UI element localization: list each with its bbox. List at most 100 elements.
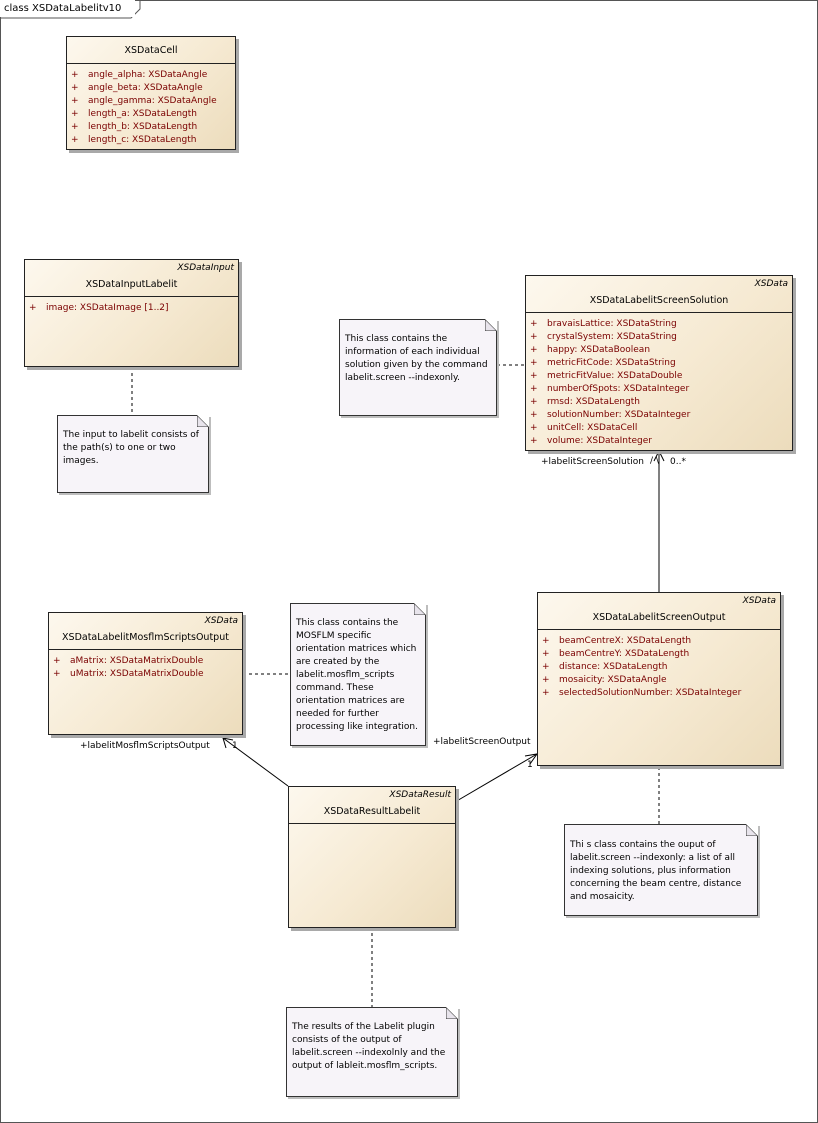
- note-line: solution given by the command: [345, 360, 488, 370]
- attribute-list: +aMatrix: XSDataMatrixDouble +uMatrix: X…: [49, 650, 242, 681]
- class-header: XSData XSDataLabelitMosflmScriptsOutput: [49, 613, 242, 650]
- class-xsdatalabelitmosflmscriptsoutput[interactable]: XSData XSDataLabelitMosflmScriptsOutput …: [48, 612, 243, 735]
- note-line: indexing solutions, plus information: [570, 866, 731, 876]
- attribute-row: +crystalSystem: XSDataString: [530, 332, 677, 342]
- class-stereotype: XSDataResult: [389, 790, 451, 800]
- class-name: XSDataResultLabelit: [323, 806, 421, 817]
- class-xsdataresultlabelit[interactable]: XSDataResult XSDataResultLabelit: [288, 786, 456, 928]
- note-fold-icon: [746, 824, 758, 836]
- attribute-row: +angle_gamma: XSDataAngle: [71, 96, 217, 106]
- class-stereotype: XSData: [754, 279, 788, 289]
- note-line: labelit.screen --indexonly: a list of al…: [570, 853, 736, 863]
- attribute-row: +distance: XSDataLength: [542, 662, 668, 672]
- note-line: The input to labelit consists of: [63, 430, 199, 440]
- role-slash-mark: / \: [650, 456, 659, 466]
- attribute-row: +length_b: XSDataLength: [71, 122, 198, 132]
- attribute-row: +solutionNumber: XSDataInteger: [530, 410, 691, 420]
- note-line: labelit.screen --indexonly.: [345, 373, 460, 383]
- note-line: This class contains the: [296, 618, 399, 628]
- note-line: Thi s class contains the ouput of: [570, 840, 716, 850]
- arrowhead-mosflm: [222, 737, 234, 749]
- note-line: The results of the Labelit plugin: [292, 1022, 435, 1032]
- frame-tab-outline: [0, 0, 141, 19]
- class-stereotype: XSData: [204, 616, 238, 626]
- note-line: MOSFLM specific: [296, 631, 372, 641]
- attribute-row: +beamCentreY: XSDataLength: [542, 649, 690, 659]
- attribute-list: +image: XSDataImage [1..2]: [25, 297, 238, 315]
- attribute-row: +beamCentreX: XSDataLength: [542, 636, 692, 646]
- attribute-row: +bravaisLattice: XSDataString: [530, 319, 677, 329]
- role-label-solution: +labelitScreenSolution: [541, 457, 644, 467]
- arrowhead-solution: [653, 449, 665, 462]
- role-label-mosflm: +labelitMosflmScriptsOutput: [80, 741, 210, 751]
- note-line: images.: [63, 456, 99, 466]
- attribute-row: +rmsd: XSDataLength: [530, 397, 641, 407]
- note-line: orientation matrices which: [296, 644, 417, 654]
- note-line: labelit.screen --indexolnly and the: [292, 1048, 446, 1058]
- note-line: This class contains the: [345, 334, 448, 344]
- note-result[interactable]: The results of the Labelit plugin consis…: [286, 1007, 458, 1097]
- note-line: needed for further: [296, 709, 379, 719]
- attribute-row: +numberOfSpots: XSDataInteger: [530, 384, 690, 394]
- class-name: XSDataLabelitScreenSolution: [589, 295, 729, 306]
- note-line: are created by the: [296, 657, 380, 667]
- attribute-row: +length_c: XSDataLength: [71, 135, 197, 145]
- note-line: processing like integration.: [296, 722, 418, 732]
- attribute-row: +angle_beta: XSDataAngle: [71, 83, 203, 93]
- attribute-row: +unitCell: XSDataCell: [530, 423, 638, 433]
- note-input[interactable]: The input to labelit consists of the pat…: [57, 415, 209, 493]
- attribute-row: +selectedSolutionNumber: XSDataInteger: [542, 688, 742, 698]
- class-header: XSData XSDataLabelitScreenSolution: [526, 276, 792, 313]
- note-fold-icon: [446, 1007, 458, 1019]
- class-xsdatalabelitscreenoutput[interactable]: XSData XSDataLabelitScreenOutput +beamCe…: [537, 592, 781, 766]
- note-line: command. These: [296, 683, 374, 693]
- note-line: output of lableit.mosflm_scripts.: [292, 1061, 438, 1071]
- attribute-row: +volume: XSDataInteger: [530, 436, 652, 446]
- class-header: XSDataResult XSDataResultLabelit: [289, 787, 455, 824]
- note-line: consists of the output of: [292, 1035, 402, 1045]
- association-mosflm: [222, 737, 289, 787]
- note-line: and mosaicity.: [570, 892, 635, 902]
- attribute-list: +beamCentreX: XSDataLength +beamCentreY:…: [538, 630, 780, 700]
- class-name: XSDataLabelitScreenOutput: [592, 612, 726, 623]
- multiplicity-solution: 0..*: [670, 457, 686, 467]
- class-name: XSDataLabelitMosflmScriptsOutput: [62, 632, 229, 643]
- attribute-list: +bravaisLattice: XSDataString +crystalSy…: [526, 313, 792, 448]
- note-solution[interactable]: This class contains the information of e…: [339, 319, 497, 416]
- association-screen-output: [454, 753, 538, 803]
- note-line: information of each individual: [345, 347, 480, 357]
- note-line: concerning the beam centre, distance: [570, 879, 742, 889]
- attribute-row: +uMatrix: XSDataMatrixDouble: [53, 669, 204, 679]
- class-xsdatalabelitscreensolution[interactable]: XSData XSDataLabelitScreenSolution +brav…: [525, 275, 793, 451]
- attribute-row: +metricFitCode: XSDataString: [530, 358, 676, 368]
- note-fold-icon: [485, 319, 497, 331]
- class-stereotype: XSDataInput: [177, 263, 234, 273]
- class-header: XSDataInput XSDataInputLabelit: [25, 260, 238, 297]
- note-fold-icon: [414, 603, 426, 615]
- note-mosflm[interactable]: This class contains the MOSFLM specific …: [290, 603, 426, 746]
- attribute-row: +length_a: XSDataLength: [71, 109, 198, 119]
- frame-title: class XSDataLabelitv10: [0, 0, 136, 17]
- multiplicity-mosflm: 1: [232, 741, 238, 751]
- attribute-row: +happy: XSDataBoolean: [530, 345, 651, 355]
- class-name: XSDataInputLabelit: [85, 279, 178, 290]
- class-header: XSData XSDataLabelitScreenOutput: [538, 593, 780, 630]
- attribute-row: +angle_alpha: XSDataAngle: [71, 70, 208, 80]
- note-fold-icon: [197, 415, 209, 427]
- note-screen-output[interactable]: Thi s class contains the ouput of labeli…: [564, 824, 758, 916]
- class-name: XSDataCell: [124, 45, 178, 56]
- note-line: orientation matrices are: [296, 696, 405, 706]
- attribute-row: +aMatrix: XSDataMatrixDouble: [53, 656, 204, 666]
- attribute-row: +image: XSDataImage [1..2]: [29, 303, 169, 313]
- attribute-row: +mosaicity: XSDataAngle: [542, 675, 667, 685]
- note-line: the path(s) to one or two: [63, 443, 176, 453]
- class-stereotype: XSData: [742, 596, 776, 606]
- class-xsdatacell[interactable]: XSDataCell +angle_alpha: XSDataAngle +an…: [66, 36, 236, 150]
- note-line: labelit.mosflm_scripts: [296, 670, 395, 680]
- multiplicity-screen-output: 1: [527, 760, 533, 770]
- attribute-list: +angle_alpha: XSDataAngle +angle_beta: X…: [67, 64, 235, 147]
- class-xsdatainputlabelit[interactable]: XSDataInput XSDataInputLabelit +image: X…: [24, 259, 239, 367]
- class-header: XSDataCell: [67, 37, 235, 64]
- attribute-row: +metricFitValue: XSDataDouble: [530, 371, 683, 381]
